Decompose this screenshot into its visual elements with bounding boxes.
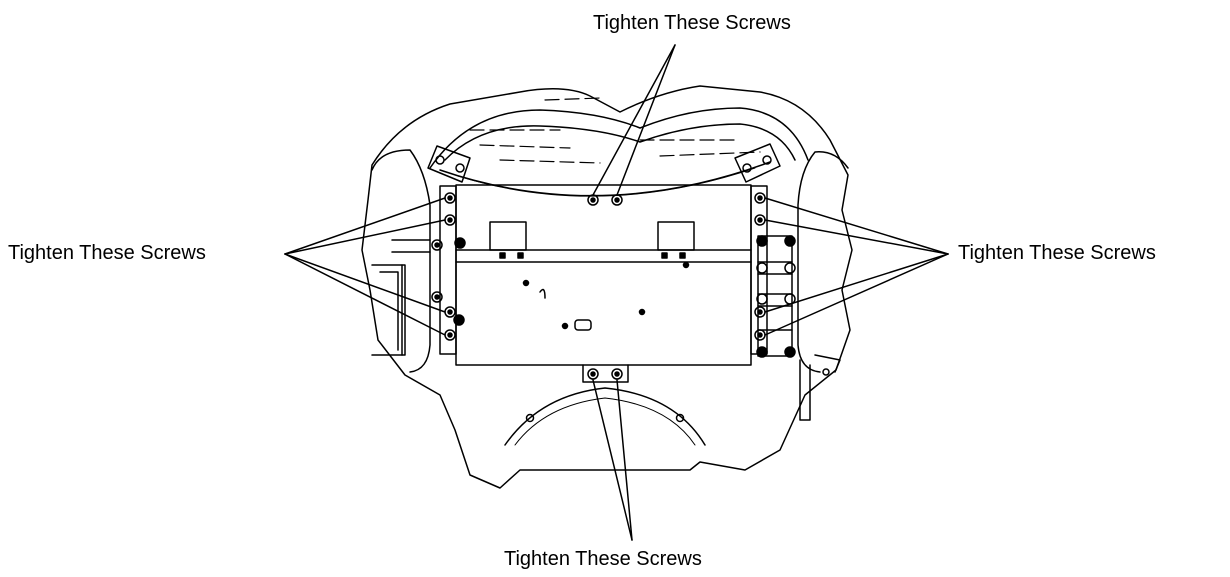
rim-dashes — [470, 98, 760, 163]
left-rail — [372, 240, 430, 355]
bottom-screws — [588, 369, 622, 379]
main-housing — [456, 185, 751, 365]
housing-outline — [362, 86, 852, 488]
upper-rim-inner — [445, 124, 795, 160]
lower-round-housing — [505, 388, 705, 445]
right-mount-strip — [751, 186, 767, 354]
plate-details — [524, 281, 645, 331]
callout-top-label: Tighten These Screws — [593, 12, 791, 34]
left-screws — [432, 193, 465, 340]
right-tab — [658, 222, 694, 250]
leader-lines — [285, 45, 948, 540]
bottom-flange — [583, 365, 628, 382]
right-side-panel — [798, 152, 848, 372]
upper-rim-arc-inner — [458, 168, 755, 196]
callout-right-label: Tighten These Screws — [958, 242, 1156, 264]
left-tab — [490, 222, 526, 250]
left-mount-strip — [440, 186, 456, 354]
right-lower-detail — [800, 355, 840, 420]
left-side-panel — [372, 150, 430, 372]
callout-bottom-label: Tighten These Screws — [504, 548, 702, 570]
callout-left-label: Tighten These Screws — [8, 242, 206, 264]
right-bracket — [735, 144, 780, 182]
left-bracket — [428, 146, 470, 182]
right-screws — [755, 193, 795, 357]
upper-rim-outer — [430, 108, 808, 168]
tab-fasteners — [500, 253, 685, 258]
